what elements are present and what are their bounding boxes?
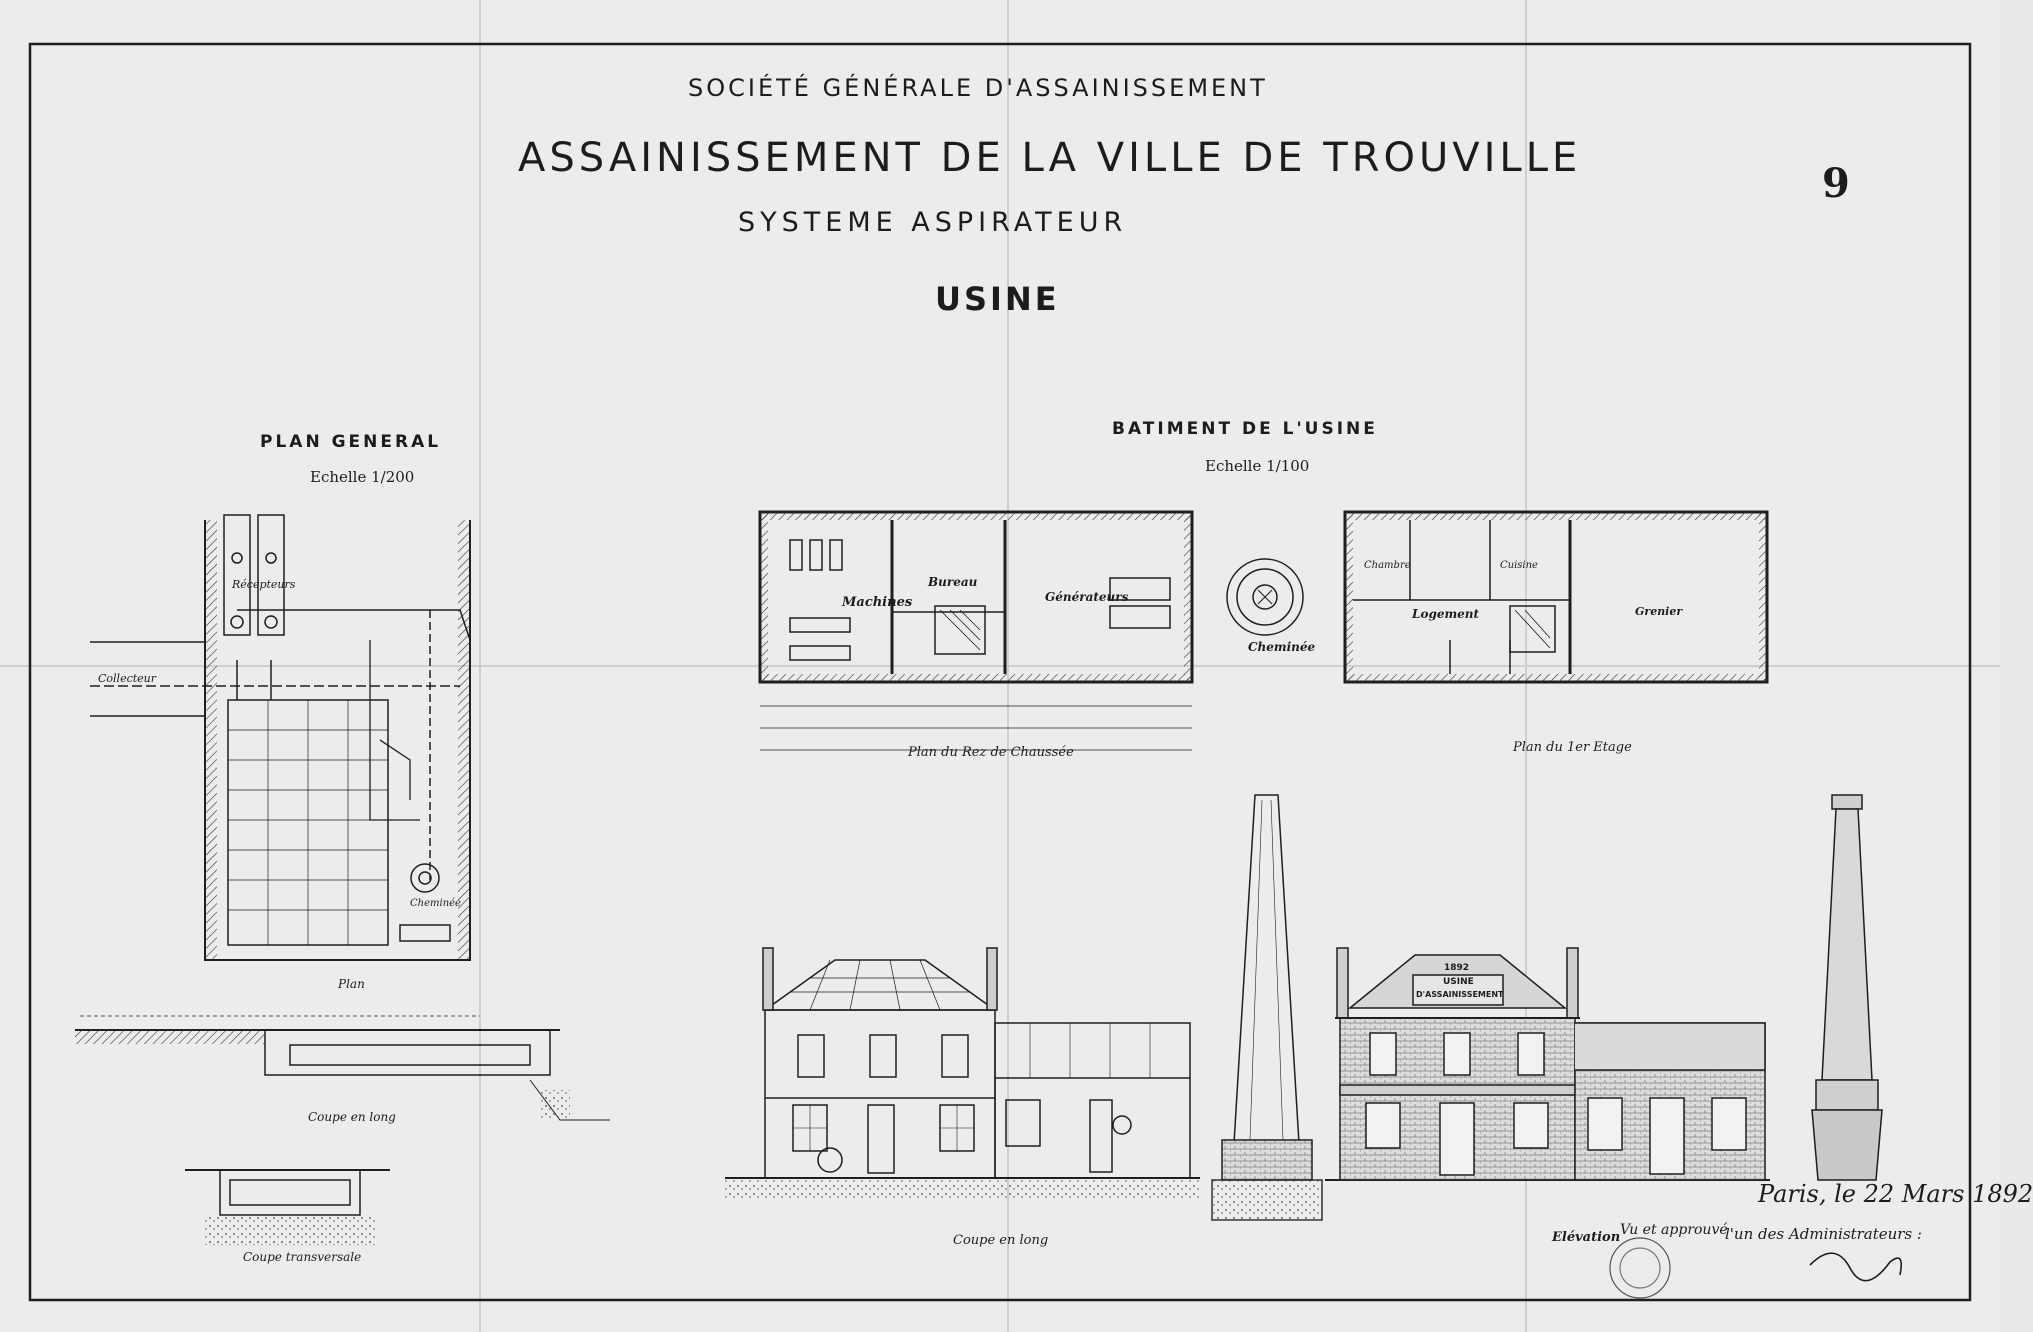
signature-admin: l'un des Administrateurs : [1725,1225,1922,1243]
room-logement: Logement [1412,607,1480,621]
chimney-elevation [1811,794,1883,1181]
label-coupe-transversale: Coupe transversale [243,1250,362,1264]
room-chambre: Chambre [1364,560,1411,571]
batiment-title: BATIMENT DE L'USINE [1112,419,1378,439]
plaque-line2: D'ASSAINISSEMENT [1416,990,1504,999]
plaque-line1: USINE [1443,977,1474,987]
section-caption: Coupe en long [953,1233,1049,1248]
site-longitudinal-section [75,1015,610,1121]
official-stamp [1609,1237,1671,1299]
batiment-scale: Echelle 1/100 [1205,457,1310,475]
label-site-coupe-long: Coupe en long [308,1110,396,1124]
sheet-number: 9 [1822,160,1850,207]
room-bureau: Bureau [928,575,978,589]
site-transverse-section [185,1169,390,1245]
plan-general-scale: Echelle 1/200 [310,468,415,486]
chimney-section [1211,794,1323,1221]
ground-floor-plan [758,510,1194,751]
room-generateurs: Générateurs [1045,590,1129,604]
building-elevation [1325,947,1770,1181]
room-machines: Machines [842,595,913,610]
sheet-border [28,42,1972,1302]
ground-floor-caption: Plan du Rez de Chaussée [908,745,1074,760]
label-recepteurs: Récepteurs [232,578,296,591]
subject-title: USINE [935,280,1060,318]
signature-date: Paris, le 22 Mars 1892 [1758,1180,2033,1208]
signature-approved: Vu et approuvé [1620,1222,1728,1238]
building-section [725,947,1200,1200]
room-cuisine: Cuisine [1500,560,1538,571]
chimney-plan-label: Cheminée [1248,640,1316,654]
label-site-cheminee: Cheminée [410,898,461,909]
site-plan [90,514,471,961]
label-plan: Plan [338,977,365,991]
first-floor-caption: Plan du 1er Etage [1513,740,1632,755]
administrator-signature [1809,1252,1903,1282]
room-grenier: Grenier [1635,605,1683,618]
society-name: SOCIÉTÉ GÉNÉRALE D'ASSAINISSEMENT [688,74,1268,102]
plaque-year: 1892 [1444,963,1470,973]
first-floor-plan [1343,510,1769,684]
label-collecteur: Collecteur [98,672,157,685]
document-title: ASSAINISSEMENT DE LA VILLE DE TROUVILLE [518,135,1582,181]
plan-general-title: PLAN GENERAL [260,432,442,452]
system-title: SYSTEME ASPIRATEUR [738,207,1128,238]
elevation-caption: Elévation [1552,1230,1621,1245]
chimney-plan [1226,558,1304,636]
